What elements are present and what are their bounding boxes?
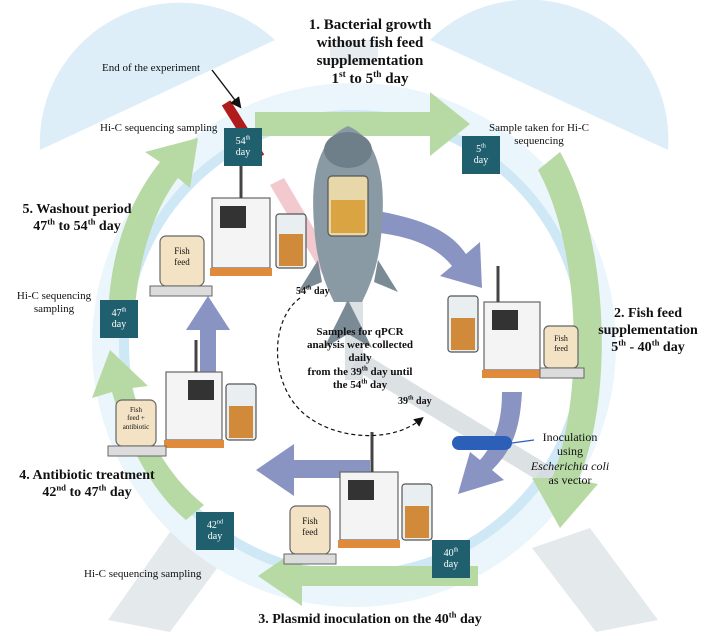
end-of-experiment-pointer [211, 69, 242, 109]
inner-arrow-bottom [256, 444, 370, 496]
bioreactor-left [107, 340, 257, 457]
center-day-54-label: 54th day [296, 284, 330, 297]
feed-scale [149, 285, 213, 297]
fish-left-fin [298, 260, 322, 292]
hic-sampling-top-right-note: Sample taken for Hi-C sequencing [489, 122, 589, 148]
antibiotic-scale [107, 445, 167, 457]
e-coli-cell [452, 436, 512, 450]
controller-screen [220, 206, 246, 228]
right-clock-bell [430, 0, 669, 150]
end-of-experiment-note: End of the experiment [102, 62, 201, 74]
cycle-arrow-upper-left [108, 138, 198, 318]
clock-hand-diagonal [352, 352, 560, 488]
fish-right-fin [374, 260, 398, 292]
bioreactor-top-left [149, 160, 307, 297]
day-tag-40: 40th day [432, 540, 470, 578]
e-coli-illustration [452, 436, 535, 450]
hic-sampling-left-note: Hi-C sequencing sampling [16, 290, 92, 316]
qpcr-sampling-arc [276, 297, 424, 437]
hic-sampling-top-left-note: Hi-C sequencing sampling [100, 122, 218, 134]
reactor-content [451, 318, 475, 350]
fish-feed-bottle-label: Fish feed [174, 246, 190, 267]
fish-illustration [298, 126, 398, 348]
day-tag-42: 42nd day [196, 512, 234, 550]
bioreactor-right [447, 266, 585, 379]
inner-arrow-right [372, 210, 482, 288]
right-clock-leg [532, 528, 658, 632]
bioreactor-bottom [283, 432, 433, 565]
stage-1-label: 1. Bacterial growth without fish feed su… [308, 17, 432, 87]
controller-base [210, 268, 272, 276]
day-tag-5: 5th day [462, 136, 500, 174]
controller-base [338, 540, 400, 548]
fish-bioreactor-content [331, 200, 365, 233]
inner-arrow-left [186, 296, 230, 386]
controller-screen [492, 310, 518, 330]
stage-2-label: 2. Fish feed supplementation 5th - 40th … [598, 306, 698, 355]
cycle-arrow-top [255, 92, 470, 156]
inner-arrows [186, 210, 522, 496]
controller-base [482, 370, 542, 378]
fish-feed-bottom-bottle-label: Fish feed [302, 516, 318, 537]
e-coli-flagella [511, 439, 535, 444]
cycle-arrow-right [532, 152, 602, 528]
controller-screen [188, 380, 214, 400]
controller-base [164, 440, 224, 448]
fish-feed-right-bottle-label: Fish feed [554, 334, 568, 353]
reactor-content [279, 234, 303, 266]
feed-scale [283, 553, 337, 565]
left-clock-bell [39, 2, 276, 151]
fish-head [324, 132, 372, 168]
center-day-39-label: 39th day [398, 394, 432, 407]
stage-3-label: 3. Plasmid inoculation on the 40th day [258, 609, 482, 627]
clock-knob [330, 40, 378, 64]
reactor-content [229, 406, 253, 438]
cycle-arrow-bottom [258, 546, 478, 606]
hic-sampling-bottom-note: Hi-C sequencing sampling [84, 568, 202, 580]
stage-4-label: 4. Antibiotic treatment 42nd to 47th day [19, 468, 155, 500]
inner-arrow-lower-right [458, 392, 522, 494]
reactor-content [405, 506, 429, 538]
day-tag-47: 47th day [100, 300, 138, 338]
qpcr-sampling-text: Samples for qPCR analysis were collected… [306, 326, 414, 391]
inoculation-note: Inoculation using Escherichia coli as ve… [530, 430, 610, 488]
fish-feed-antibiotic-label: Fish feed + antibiotic [122, 406, 150, 431]
controller-screen [348, 480, 374, 500]
fish-tail [324, 300, 372, 348]
feed-scale [539, 367, 585, 379]
day-tag-54: 54th day [224, 128, 262, 166]
stage-5-label: 5. Washout period 47th to 54th day [22, 202, 132, 234]
